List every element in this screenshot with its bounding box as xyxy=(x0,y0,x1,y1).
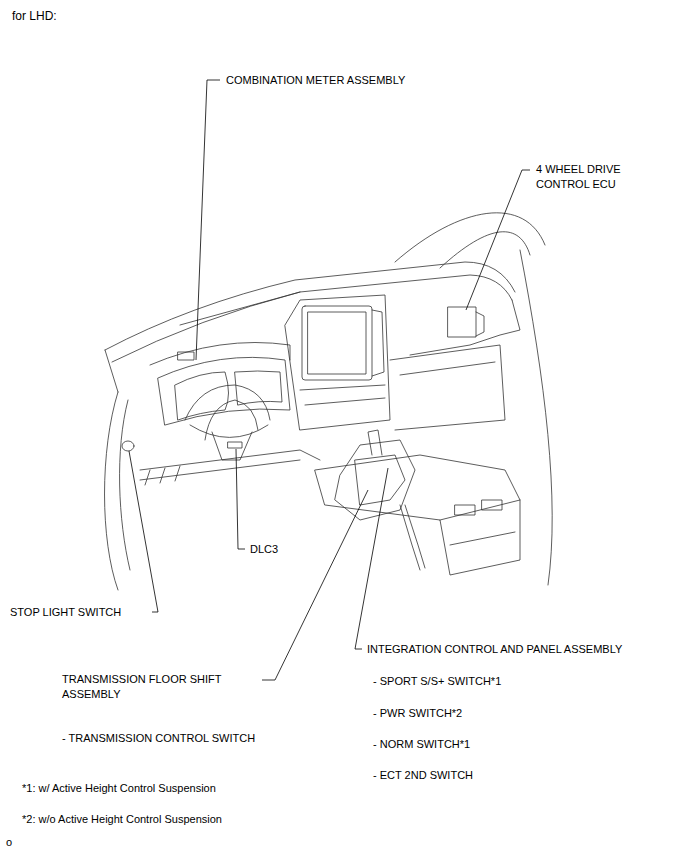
part-label: TRANSMISSION FLOOR SHIFT ASSEMBLY xyxy=(62,672,252,702)
part-label: INTEGRATION CONTROL AND PANEL ASSEMBLY xyxy=(367,642,622,657)
sub-part-label: - TRANSMISSION CONTROL SWITCH xyxy=(62,731,255,746)
sub-part-label: - NORM SWITCH*1 xyxy=(373,737,470,752)
part-label: COMBINATION METER ASSEMBLY xyxy=(226,73,405,88)
part-label: DLC3 xyxy=(250,542,278,557)
page-heading: for LHD: xyxy=(12,9,57,24)
part-label: 4 WHEEL DRIVE CONTROL ECU xyxy=(536,162,646,192)
part-label: STOP LIGHT SWITCH xyxy=(10,605,121,620)
footnote: *1: w/ Active Height Control Suspension xyxy=(22,781,216,796)
page-mark: o xyxy=(6,835,12,850)
footnote: *2: w/o Active Height Control Suspension xyxy=(22,812,222,827)
sub-part-label: - PWR SWITCH*2 xyxy=(373,706,462,721)
sub-part-label: - SPORT S/S+ SWITCH*1 xyxy=(373,674,501,689)
sub-part-label: - ECT 2ND SWITCH xyxy=(373,768,473,783)
